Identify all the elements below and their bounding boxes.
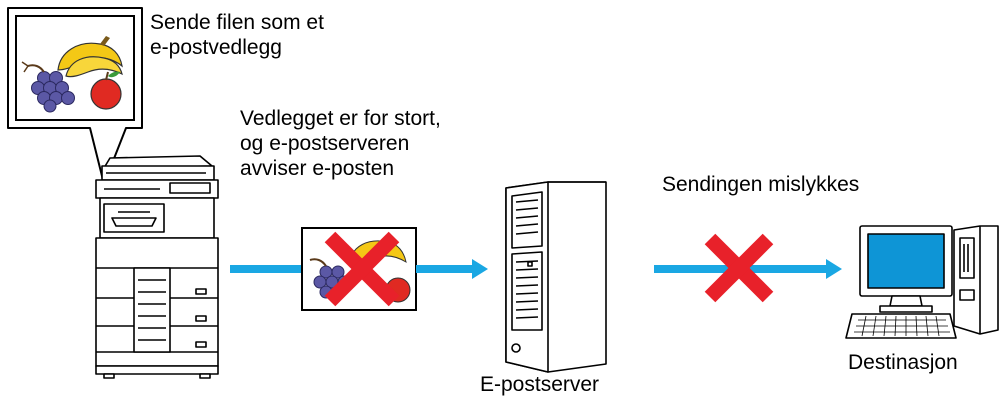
callout-line-1: Sende filen som et xyxy=(150,11,324,34)
arrow-icon xyxy=(416,259,488,279)
callout-bubble xyxy=(7,7,143,185)
destination-label: Destinasjon xyxy=(848,351,958,374)
callout-text: Sende filen som et e-postvedlegg xyxy=(150,10,324,60)
server-label: E-postserver xyxy=(480,373,600,396)
reject-note-line-1: Vedlegget er for stort, xyxy=(240,107,441,130)
callout-line-2: e-postvedlegg xyxy=(150,36,282,59)
desktop-computer-icon xyxy=(845,225,999,339)
reject-note-line-2: og e-postserveren xyxy=(240,132,410,155)
red-x-cross-icon xyxy=(324,231,400,307)
multifunction-printer-icon xyxy=(95,155,219,379)
reject-note: Vedlegget er for stort, og e-postservere… xyxy=(240,106,441,181)
picture-attachment-icon xyxy=(21,36,123,113)
failure-note: Sendingen mislykkes xyxy=(662,173,860,196)
email-server-tower-icon xyxy=(505,181,607,373)
arrow-icon xyxy=(230,265,302,273)
reject-note-line-3: avviser e-posten xyxy=(240,157,395,180)
red-x-cross-icon xyxy=(704,233,774,303)
